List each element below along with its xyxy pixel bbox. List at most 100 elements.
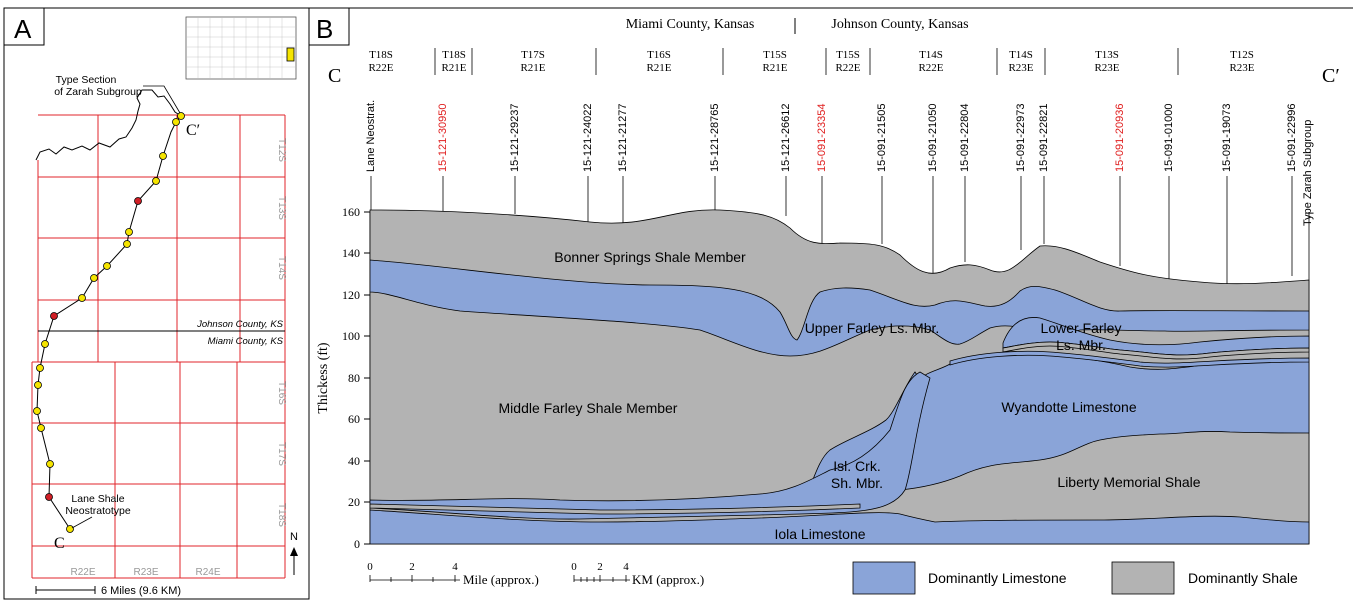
- y-axis-title: Thickess (ft): [316, 342, 331, 413]
- type-section-leader: [143, 85, 181, 114]
- y-tick-label: 160: [342, 205, 360, 219]
- mile-scale-label: Mile (approx.): [463, 572, 539, 587]
- north-arrow-head-icon: [290, 547, 298, 556]
- panel-b-label-box: [308, 7, 350, 46]
- y-tick-label: 60: [348, 412, 360, 426]
- township-col-t: T16S: [647, 49, 671, 61]
- mile-scale-bar: 0 2 4 Mile (approx.): [367, 561, 539, 587]
- panel-b-label: B: [316, 14, 333, 44]
- upper-farley-label: Upper Farley Ls. Mbr.: [805, 320, 940, 336]
- township-label: T16S: [276, 381, 287, 405]
- well-label: 15-121-24022: [582, 103, 594, 172]
- township-col-r: R21E: [441, 62, 466, 74]
- well-label: 15-091-22804: [959, 103, 971, 172]
- township-col-r: R22E: [368, 62, 393, 74]
- y-tick-label: 120: [342, 288, 360, 302]
- isl-crk-label-line1: Isl. Crk.: [833, 458, 880, 474]
- miami-county-label: Miami County, KS: [208, 336, 284, 347]
- township-col-r: R22E: [918, 62, 943, 74]
- township-col-t: T15S: [763, 49, 787, 61]
- range-labels: R22E R23E R24E: [70, 567, 220, 578]
- y-axis: 0 20 40 60 80 100 120 140 160 Thickess (…: [316, 205, 371, 551]
- study-area-highlight: [286, 47, 295, 62]
- township-col-r: R22E: [835, 62, 860, 74]
- mile-tick-label: 4: [452, 561, 458, 573]
- well-label: 15-091-22996: [1286, 103, 1298, 172]
- johnson-county-label: Johnson County, KS: [196, 319, 284, 330]
- township-col-r: R23E: [1094, 62, 1119, 74]
- lower-farley-label-line2: Ls. Mbr.: [1056, 337, 1106, 353]
- township-col-r: R23E: [1008, 62, 1033, 74]
- lane-shale-label-line1: Lane Shale: [71, 493, 124, 505]
- north-label: N: [290, 531, 298, 543]
- township-label: T17S: [276, 442, 287, 466]
- well-label: 15-121-26612: [780, 103, 792, 172]
- township-col-t: T14S: [1009, 49, 1033, 61]
- iola-limestone-label: Iola Limestone: [774, 526, 865, 542]
- y-tick-label: 0: [354, 537, 360, 551]
- township-label: T12S: [276, 138, 287, 162]
- township-label: T14S: [276, 256, 287, 280]
- y-tick-label: 40: [348, 454, 360, 468]
- township-label: T13S: [276, 196, 287, 220]
- cross-section: [369, 209, 1310, 545]
- bonner-springs-label: Bonner Springs Shale Member: [554, 249, 746, 265]
- township-col-t: T18S: [442, 49, 466, 61]
- shale-thin-band: [1002, 341, 1310, 360]
- panel-a-scale-label: 6 Miles (9.6 KM): [101, 585, 181, 597]
- legend-limestone-swatch: [852, 561, 916, 595]
- township-col-t: T17S: [521, 49, 545, 61]
- well-label: 15-091-01000: [1163, 103, 1175, 172]
- legend: Dominantly Limestone Dominantly Shale: [852, 561, 1298, 595]
- panel-a-label-box: [3, 7, 45, 46]
- township-col-r: R21E: [646, 62, 671, 74]
- panel-a-label: A: [14, 14, 32, 44]
- well-label: 15-121-21277: [617, 103, 629, 172]
- township-col-t: T15S: [836, 49, 860, 61]
- township-col-t: T13S: [1095, 49, 1119, 61]
- well-label: 15-121-28765: [709, 103, 721, 172]
- mile-tick-label: 0: [367, 561, 373, 573]
- township-labels: T12S T13S T14S T16S T17S T18S: [276, 138, 287, 527]
- township-col-r: R21E: [520, 62, 545, 74]
- lower-farley-label-line1: Lower Farley: [1041, 320, 1122, 336]
- km-tick-label: 2: [597, 561, 603, 573]
- township-col-t: T12S: [1230, 49, 1254, 61]
- panel-a: A: [3, 7, 310, 600]
- well-label: 15-091-21050: [927, 103, 939, 172]
- well-label: 15-091-21505: [876, 103, 888, 172]
- type-section-label-line1: Type Section: [56, 74, 117, 86]
- lane-leader: [71, 516, 93, 529]
- section-c-label: C: [328, 65, 341, 87]
- liberty-memorial-label: Liberty Memorial Shale: [1057, 474, 1200, 490]
- panel-a-scale-bar: [35, 586, 96, 594]
- well-label: Lane Neostrat.: [365, 100, 377, 172]
- type-section-label-line2: of Zarah Subgroup: [54, 86, 142, 98]
- well-label: 15-121-29237: [509, 103, 521, 172]
- well-label: 15-091-22821: [1038, 103, 1050, 172]
- upper-farley-limestone: [369, 259, 1310, 357]
- miami-county-title: Miami County, Kansas: [626, 17, 755, 32]
- c-label: C: [54, 535, 65, 552]
- km-tick-label: 4: [623, 561, 629, 573]
- well-label: 15-091-22973: [1015, 103, 1027, 172]
- township-col-t: T18S: [369, 49, 393, 61]
- township-dividers: [434, 48, 1179, 75]
- wyandotte-label: Wyandotte Limestone: [1001, 399, 1136, 415]
- township-range-header: T18S R22E T18S R21E T17S R21E T16S R21E …: [368, 49, 1254, 74]
- kansas-inset-map: [185, 16, 297, 80]
- lower-limestone-band: [369, 371, 931, 520]
- township-col-t: T14S: [919, 49, 943, 61]
- legend-limestone-label: Dominantly Limestone: [928, 570, 1067, 586]
- type-zarah-line1: Type Zarah Subgroup: [1302, 120, 1314, 226]
- range-label: R24E: [195, 567, 220, 578]
- type-zarah-label: Type Zarah Subgroup: [1302, 120, 1314, 226]
- township-label: T18S: [276, 503, 287, 527]
- range-label: R23E: [133, 567, 158, 578]
- township-col-r: R21E: [762, 62, 787, 74]
- km-tick-label: 0: [571, 561, 577, 573]
- c-prime-label: C′: [186, 122, 200, 139]
- well-label: 15-091-19073: [1221, 103, 1233, 172]
- panel-a-frame: [3, 7, 310, 600]
